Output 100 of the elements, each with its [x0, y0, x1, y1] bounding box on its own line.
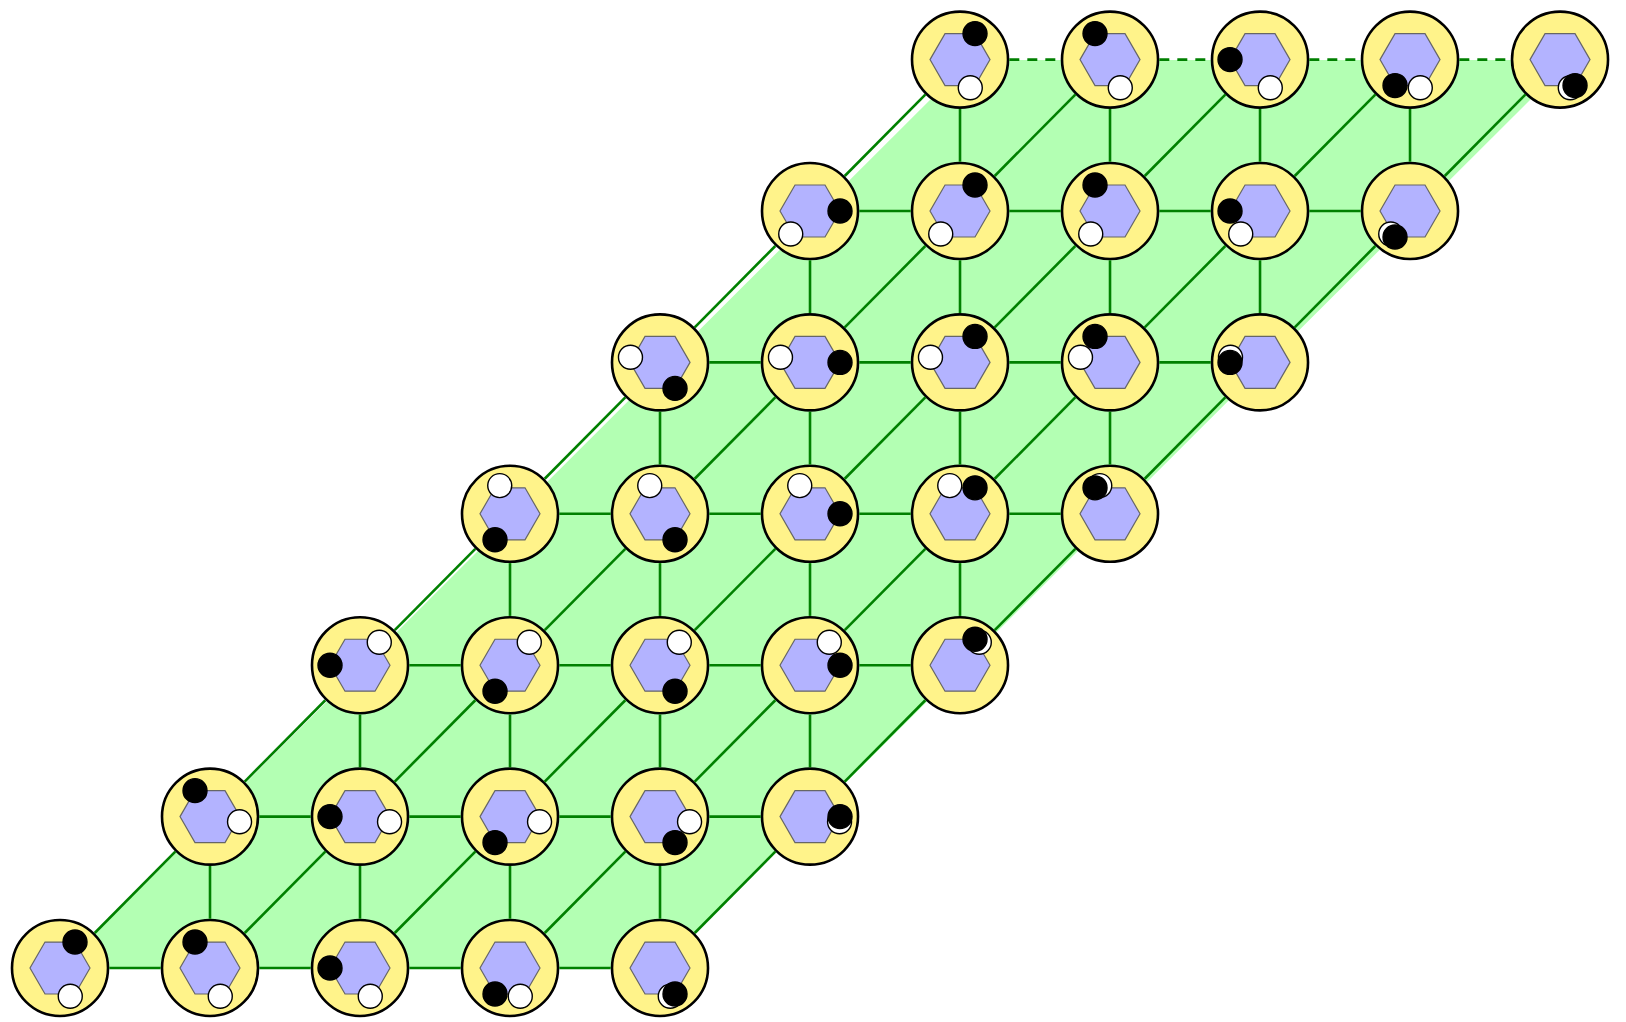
lattice-bond	[1009, 361, 1061, 364]
lattice-bond	[843, 93, 927, 177]
lattice-bond	[1009, 209, 1061, 213]
lattice-site	[1360, 161, 1460, 261]
lattice-bond	[658, 563, 662, 616]
lattice-bond	[243, 699, 327, 783]
lattice-site	[1060, 464, 1160, 564]
lattice-site	[910, 161, 1010, 261]
lattice-site	[910, 464, 1010, 564]
lattice-bond	[1443, 93, 1527, 177]
lattice-bond	[1108, 411, 1112, 465]
lattice-bond	[958, 563, 962, 616]
lattice-bond	[243, 850, 327, 934]
lattice-bond	[658, 865, 662, 919]
lattice-bond	[559, 512, 611, 516]
lattice-bond	[559, 815, 611, 818]
lattice-bond	[1258, 108, 1262, 162]
lattice-bond	[508, 714, 512, 768]
lattice-bond	[1009, 512, 1061, 516]
lattice-bond	[1143, 93, 1227, 177]
lattice-bond	[543, 547, 627, 632]
lattice-bond	[843, 396, 927, 480]
lattice-site	[1060, 10, 1160, 109]
lattice-site	[1060, 313, 1160, 412]
lattice-bond	[843, 547, 927, 632]
lattice-bond	[1159, 58, 1211, 61]
lattice-site	[160, 767, 260, 866]
lattice-bond	[693, 245, 777, 329]
lattice-bond	[1258, 260, 1262, 314]
lattice-bond	[1309, 209, 1361, 213]
lattice-bond	[709, 815, 761, 818]
lattice-bond	[693, 396, 777, 480]
lattice-bond	[709, 512, 761, 516]
lattice-bond	[1293, 245, 1377, 329]
lattice-site	[1210, 161, 1310, 261]
lattice-site	[760, 161, 860, 261]
lattice-bond	[1159, 361, 1211, 364]
lattice-bond	[409, 815, 461, 818]
lattice-bond	[1108, 108, 1112, 162]
lattice-site	[610, 313, 710, 412]
lattice-bond	[808, 260, 812, 314]
lattice-site	[610, 918, 710, 1018]
lattice-site	[760, 615, 860, 715]
lattice-bond	[409, 966, 461, 970]
lattice-bond	[1309, 58, 1361, 61]
lattice-bond	[958, 260, 962, 314]
lattice-bond	[1408, 108, 1412, 162]
lattice-site	[610, 464, 710, 564]
lattice-bond	[393, 699, 477, 783]
lattice-bond	[993, 396, 1077, 480]
lattice-bond	[508, 563, 512, 616]
lattice-bond	[109, 966, 161, 970]
lattice-site	[1510, 10, 1610, 109]
lattice-bond	[1459, 58, 1511, 61]
lattice-bond	[393, 547, 477, 632]
lattice-bond	[658, 714, 662, 768]
lattice-bond	[559, 966, 611, 970]
lattice-site	[610, 615, 710, 715]
lattice-bond	[993, 245, 1077, 329]
lattice-site	[10, 918, 110, 1018]
lattice-bond	[958, 108, 962, 162]
lattice-site	[460, 918, 560, 1018]
lattice-bond	[859, 512, 911, 516]
lattice-bond	[508, 865, 512, 919]
lattice-bond	[358, 865, 362, 919]
lattice-site	[310, 918, 410, 1018]
lattice-bond	[1159, 209, 1211, 213]
lattice-bond	[358, 714, 362, 768]
lattice-bond	[1009, 58, 1061, 61]
lattice-site	[760, 464, 860, 564]
lattice-site	[910, 313, 1010, 412]
lattice-bond	[859, 361, 911, 364]
lattice-bond	[259, 966, 311, 970]
lattice-bond	[843, 699, 927, 783]
lattice-site	[1210, 313, 1310, 412]
lattice-bond	[993, 93, 1077, 177]
lattice-bond	[1108, 260, 1112, 314]
lattice-bond	[808, 411, 812, 465]
lattice-bond	[559, 663, 611, 667]
lattice-site	[760, 767, 860, 866]
lattice-bond	[693, 699, 777, 783]
lattice-site	[310, 615, 410, 715]
lattice-bond	[93, 850, 177, 934]
lattice-bond	[808, 563, 812, 616]
lattice-bond	[808, 714, 812, 768]
lattice-site	[910, 10, 1010, 109]
lattice-bond	[409, 663, 461, 667]
lattice-site	[460, 767, 560, 866]
lattice-site	[1060, 161, 1160, 261]
lattice-site	[910, 615, 1010, 715]
lattice-bond	[658, 411, 662, 465]
lattice-bond	[709, 663, 761, 667]
lattice-site	[1360, 10, 1460, 109]
lattice-bond	[859, 663, 911, 667]
lattice-site	[160, 918, 260, 1018]
lattice-bond	[693, 547, 777, 632]
lattice-bond	[993, 547, 1077, 632]
lattice-bond	[843, 245, 927, 329]
lattice-bond	[693, 850, 777, 934]
lattice-bond	[709, 361, 761, 364]
